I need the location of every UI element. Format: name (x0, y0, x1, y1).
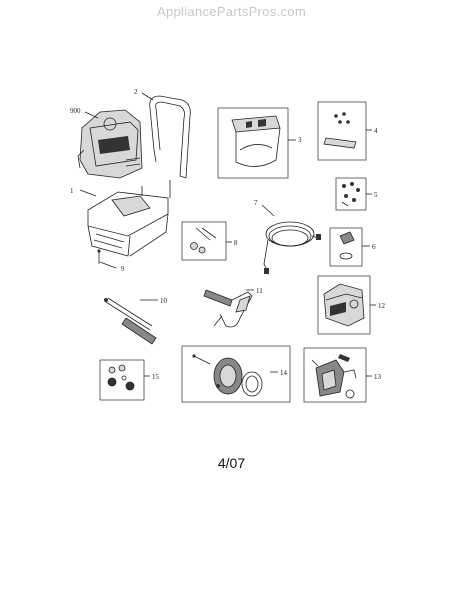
part-fastener-kit[interactable] (341, 182, 360, 207)
callout-12: 12 (378, 302, 386, 310)
callout-900: 900 (70, 107, 81, 115)
callout-10: 10 (160, 297, 168, 305)
box-4 (317, 101, 367, 161)
callout-13: 13 (374, 373, 382, 381)
part-hose[interactable] (263, 221, 321, 274)
callout-5: 5 (374, 191, 378, 199)
callout-4: 4 (374, 127, 378, 135)
part-wheel-hardware[interactable] (107, 364, 135, 391)
part-hardware-8[interactable] (190, 227, 217, 254)
callout-3: 3 (298, 136, 302, 144)
part-bolt-9[interactable] (97, 249, 101, 264)
page-footer: 4/07 (217, 455, 246, 471)
watermark-text: AppliancePartsPros.com (157, 4, 306, 19)
part-panel-bracket[interactable] (231, 115, 281, 167)
box-8 (181, 221, 227, 261)
part-bracket-screws[interactable] (323, 112, 357, 149)
box-14 (181, 345, 291, 403)
callout-9: 9 (121, 265, 125, 273)
part-oring[interactable] (339, 231, 355, 260)
part-wand[interactable] (104, 297, 157, 345)
callout-8: 8 (234, 239, 238, 247)
part-engine[interactable] (77, 109, 143, 179)
callout-7: 7 (254, 199, 258, 207)
part-handle[interactable] (149, 95, 191, 179)
callout-6: 6 (372, 243, 376, 251)
part-pump[interactable] (311, 354, 357, 399)
callout-2: 2 (134, 88, 138, 96)
part-fuel-tank[interactable] (323, 283, 365, 327)
box-13 (303, 347, 367, 403)
callout-1: 1 (70, 187, 74, 195)
part-wheel-kit[interactable] (192, 354, 263, 397)
part-frame[interactable] (87, 180, 171, 257)
callout-11: 11 (256, 287, 263, 295)
box-3 (217, 107, 289, 179)
box-15 (99, 359, 145, 401)
box-6 (329, 227, 363, 267)
callout-14: 14 (280, 369, 288, 377)
part-spray-gun[interactable] (203, 289, 253, 328)
callout-15: 15 (152, 373, 160, 381)
